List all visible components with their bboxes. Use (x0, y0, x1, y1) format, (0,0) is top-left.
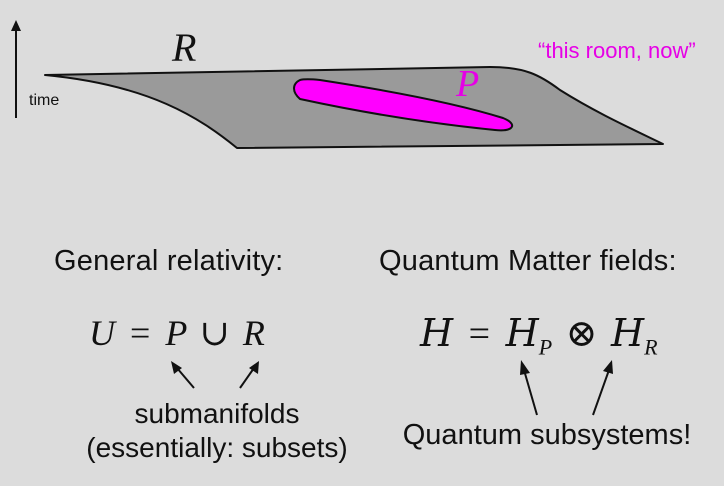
arrow-to-p-head (171, 361, 182, 374)
eq-h-r-subscript: R (644, 334, 658, 360)
eq-h-r: H (611, 311, 645, 355)
arrow-to-hr-head (603, 360, 613, 374)
submanifolds-label: submanifolds (134, 398, 300, 429)
equation-u-p-union-r: U = P ∪ R (89, 313, 265, 353)
eq-equals: = (130, 313, 151, 353)
arrow-to-r (239, 367, 255, 389)
eq-h: H (420, 311, 454, 355)
arrow-to-r-head (249, 361, 259, 374)
region-p-shape (293, 78, 514, 132)
eq-otimes: ⊗ (565, 313, 598, 355)
arrow-to-hp-head (520, 360, 530, 375)
eq-union: ∪ (199, 313, 230, 353)
general-relativity-heading: General relativity: (54, 245, 284, 277)
arrow-to-p (176, 367, 195, 389)
eq-u: U (89, 313, 115, 353)
time-axis-arrowhead (11, 20, 21, 31)
arrow-to-hr (592, 369, 610, 416)
eq-equals: = (468, 313, 491, 355)
time-label: time (29, 92, 60, 109)
arrow-to-hp (523, 369, 538, 416)
region-p-label: P (456, 63, 480, 105)
eq-r: R (242, 313, 265, 353)
quantum-matter-fields-heading: Quantum Matter fields: (379, 245, 677, 277)
this-room-now-annotation: “this room, now” (538, 38, 696, 63)
eq-h-p-subscript: P (538, 334, 553, 360)
eq-p: P (165, 313, 187, 353)
equation-h-hp-otimes-hr: H = HP ⊗ HR (420, 313, 658, 368)
region-r-label: R (172, 25, 197, 70)
quantum-subsystems-label: Quantum subsystems! (402, 419, 692, 451)
essentially-subsets-label: (essentially: subsets) (86, 432, 348, 463)
eq-h-p: H (505, 311, 539, 355)
